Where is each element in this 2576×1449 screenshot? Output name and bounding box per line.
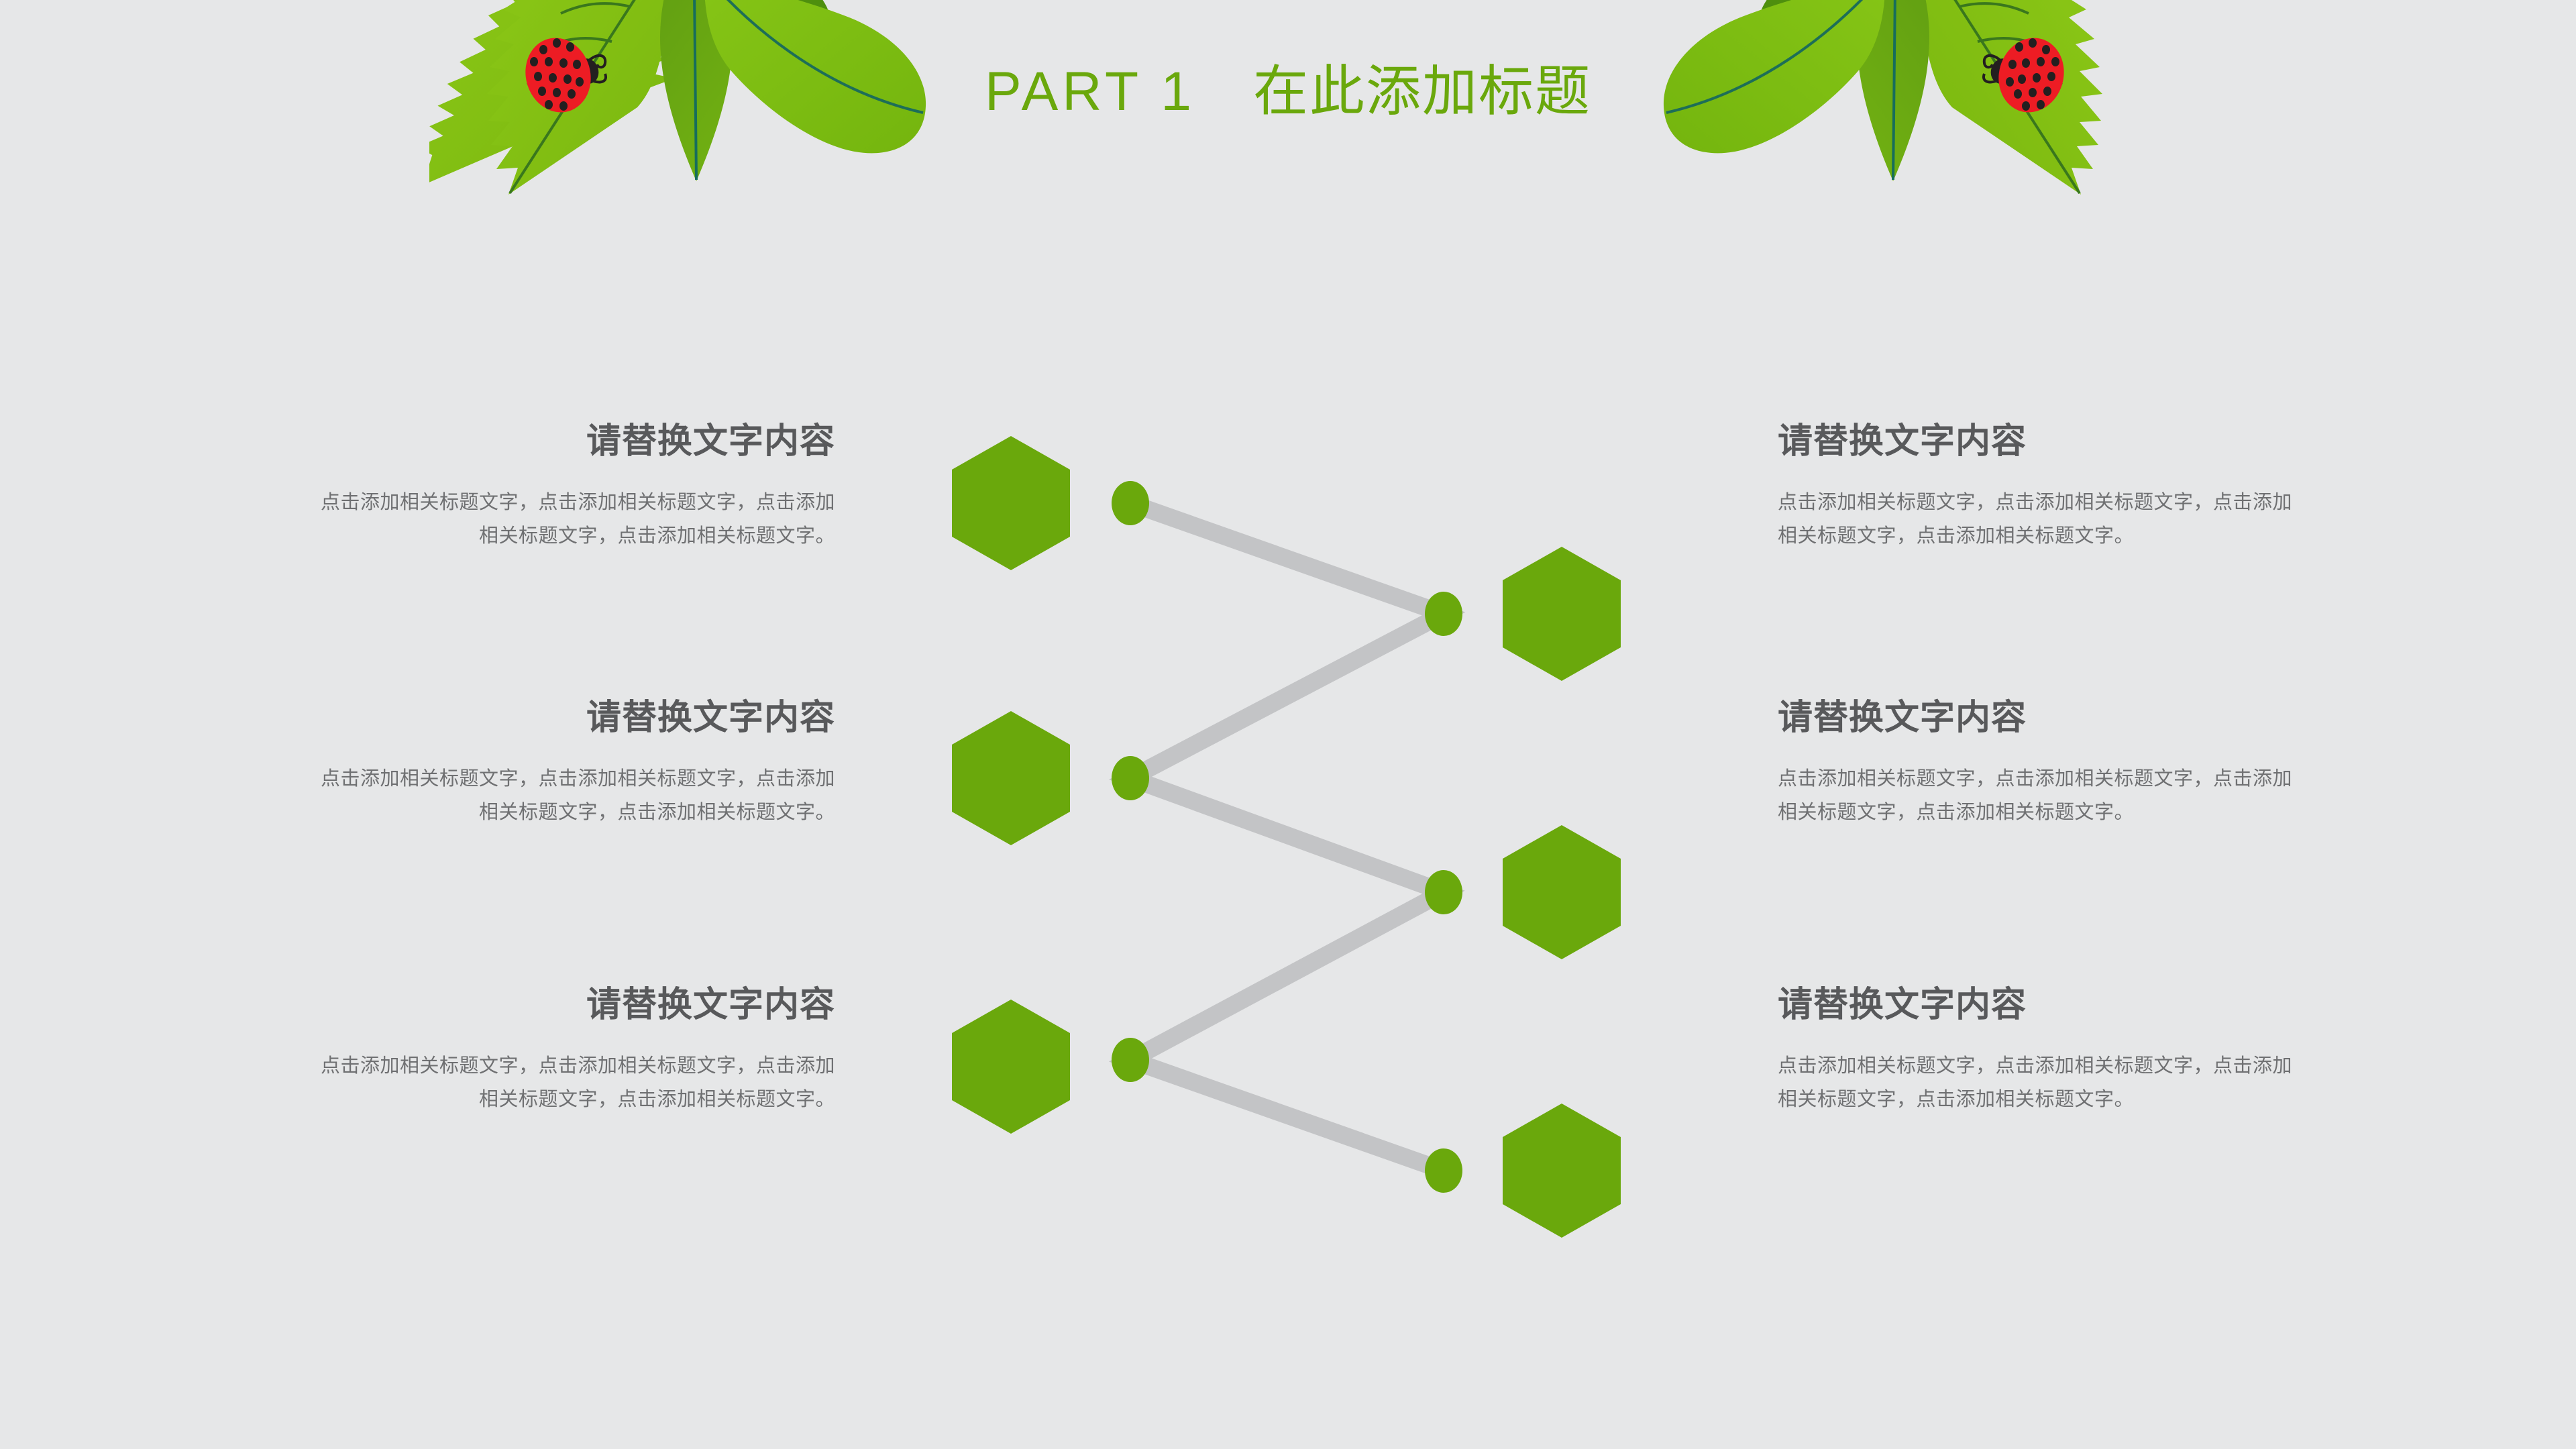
- zigzag-hexagon-diagram: [926, 389, 1664, 1275]
- block-body: 点击添加相关标题文字，点击添加相关标题文字，点击添加相关标题文字，点击添加相关标…: [1778, 492, 2293, 547]
- content-block-left-1: 请替换文字内容 点击添加相关标题文字，点击添加相关标题文字，点击添加相关标题文字…: [315, 422, 835, 553]
- content-block-left-2: 请替换文字内容 点击添加相关标题文字，点击添加相关标题文字，点击添加相关标题文字…: [315, 698, 835, 830]
- block-body: 点击添加相关标题文字，点击添加相关标题文字，点击添加相关标题文字，点击添加相关标…: [320, 768, 835, 824]
- leaf-dark-round: [682, 0, 833, 68]
- hexagon-left-3[interactable]: [952, 1000, 1070, 1134]
- hexagon-right-3[interactable]: [1503, 1104, 1621, 1238]
- block-body: 点击添加相关标题文字，点击添加相关标题文字，点击添加相关标题文字，点击添加相关标…: [320, 1055, 835, 1111]
- content-block-left-3: 请替换文字内容 点击添加相关标题文字，点击添加相关标题文字，点击添加相关标题文字…: [315, 985, 835, 1117]
- slide-title: PART 1 在此添加标题: [0, 59, 2576, 125]
- content-block-right-1: 请替换文字内容 点击添加相关标题文字，点击添加相关标题文字，点击添加相关标题文字…: [1778, 422, 2298, 553]
- node-dot-right-1[interactable]: [1425, 592, 1462, 636]
- connector-zigzag: [1108, 494, 1466, 1179]
- part-label: PART 1: [984, 61, 1195, 122]
- leaf-dark-round: [1757, 0, 1907, 68]
- block-heading: 请替换文字内容: [586, 698, 835, 737]
- node-dot-left-1[interactable]: [1112, 481, 1149, 525]
- hexagon-left-2[interactable]: [952, 711, 1070, 845]
- content-block-right-3: 请替换文字内容 点击添加相关标题文字，点击添加相关标题文字，点击添加相关标题文字…: [1778, 985, 2298, 1117]
- hexagon-left-1[interactable]: [952, 436, 1070, 570]
- node-dot-left-3[interactable]: [1112, 1038, 1149, 1082]
- block-heading: 请替换文字内容: [586, 422, 835, 461]
- content-block-right-2: 请替换文字内容 点击添加相关标题文字，点击添加相关标题文字，点击添加相关标题文字…: [1778, 698, 2298, 830]
- block-heading: 请替换文字内容: [586, 985, 835, 1024]
- block-body: 点击添加相关标题文字，点击添加相关标题文字，点击添加相关标题文字，点击添加相关标…: [1778, 1055, 2293, 1111]
- block-body: 点击添加相关标题文字，点击添加相关标题文字，点击添加相关标题文字，点击添加相关标…: [320, 492, 835, 547]
- node-dot-left-2[interactable]: [1112, 756, 1149, 800]
- hexagon-right-1[interactable]: [1503, 547, 1621, 681]
- hexagon-right-2[interactable]: [1503, 825, 1621, 959]
- block-body: 点击添加相关标题文字，点击添加相关标题文字，点击添加相关标题文字，点击添加相关标…: [1778, 768, 2293, 824]
- node-dot-right-3[interactable]: [1425, 1148, 1462, 1193]
- block-heading: 请替换文字内容: [1778, 985, 2027, 1024]
- block-heading: 请替换文字内容: [1778, 422, 2027, 461]
- page-title: 在此添加标题: [1253, 61, 1592, 122]
- block-heading: 请替换文字内容: [1778, 698, 2027, 737]
- node-dot-right-2[interactable]: [1425, 870, 1462, 914]
